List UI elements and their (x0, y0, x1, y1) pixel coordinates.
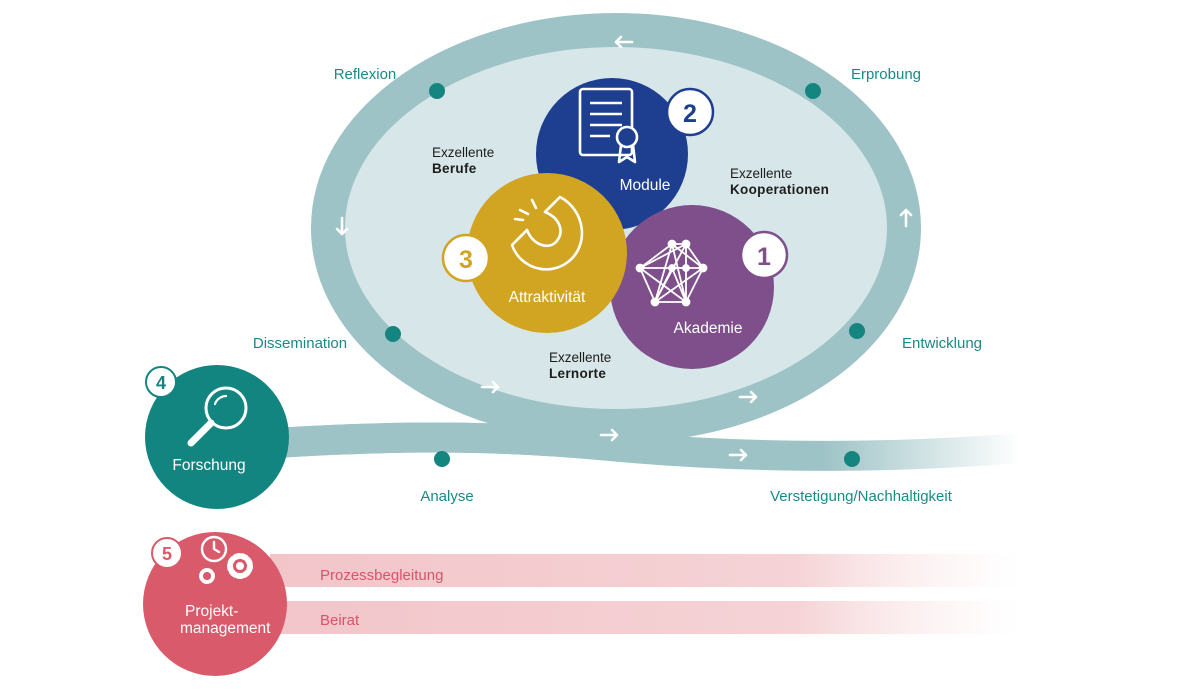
arrow-icon (728, 448, 748, 462)
stage-analyse: Analyse (420, 488, 473, 505)
dot-dissemination (385, 326, 401, 342)
context-kooperationen-bold: Kooperationen (730, 182, 829, 197)
akademie-number: 1 (757, 243, 771, 271)
forschung-label: Forschung (172, 457, 245, 474)
attraktivitaet-node: Attraktivität 3 (441, 173, 627, 333)
beirat-bar (270, 601, 1020, 634)
beirat-label: Beirat (320, 612, 360, 629)
dot-erprobung (805, 83, 821, 99)
stage-verstetigung: Verstetigung/Nachhaltigkeit (770, 488, 953, 505)
attraktivitaet-number-badge (441, 233, 491, 283)
akademie-label: Akademie (674, 320, 743, 337)
clock-gears-icon (199, 535, 253, 584)
dot-reflexion (429, 83, 445, 99)
projektmanagement-number-badge (151, 537, 183, 569)
projektmanagement-number: 5 (162, 544, 172, 564)
projektmanagement-label-2: management (180, 620, 271, 637)
context-lernorte-light: Exzellente (549, 350, 611, 365)
projektmanagement-node: Projekt- management 5 (143, 532, 287, 676)
arrow-icon (480, 380, 500, 394)
dot-entwicklung (849, 323, 865, 339)
stage-erprobung: Erprobung (851, 66, 921, 83)
module-number-badge (665, 87, 715, 137)
network-icon (635, 239, 708, 307)
forschung-circle (145, 365, 289, 509)
prozessbegleitung-bar (270, 554, 1020, 587)
forschung-number: 4 (156, 373, 166, 393)
module-number: 2 (683, 100, 697, 128)
prozessbegleitung-label: Prozessbegleitung (320, 567, 443, 584)
context-kooperationen-light: Exzellente (730, 166, 792, 181)
loop-dots (385, 83, 865, 467)
forschung-number-badge (145, 366, 177, 398)
lower-ribbon-front (228, 422, 602, 461)
stage-dissemination: Dissemination (253, 335, 347, 352)
attraktivitaet-circle (467, 173, 627, 333)
attraktivitaet-number: 3 (459, 246, 473, 274)
stage-entwicklung: Entwicklung (902, 335, 982, 352)
projektmanagement-label-1: Projekt- (185, 603, 238, 620)
module-label: Module (620, 177, 671, 194)
arrow-icon (614, 35, 634, 49)
context-berufe-light: Exzellente (432, 145, 494, 160)
attraktivitaet-label: Attraktivität (509, 289, 586, 306)
dot-verstetigung (844, 451, 860, 467)
document-certificate-icon (578, 87, 639, 164)
forschung-node: Forschung 4 (145, 365, 289, 509)
akademie-circle (610, 205, 774, 369)
loop-arrows (335, 35, 913, 462)
magnet-icon (510, 195, 584, 271)
stage-reflexion: Reflexion (334, 66, 397, 83)
arrow-icon (335, 216, 349, 236)
akademie-number-badge (739, 230, 789, 280)
akademie-node: Akademie 1 (610, 205, 789, 369)
arrow-icon (899, 208, 913, 228)
context-berufe-bold: Berufe (432, 161, 477, 176)
dot-analyse (434, 451, 450, 467)
arrow-icon (738, 390, 758, 404)
arrow-icon (599, 428, 619, 442)
context-lernorte-bold: Lernorte (549, 366, 606, 381)
magnifier-icon (187, 386, 248, 447)
